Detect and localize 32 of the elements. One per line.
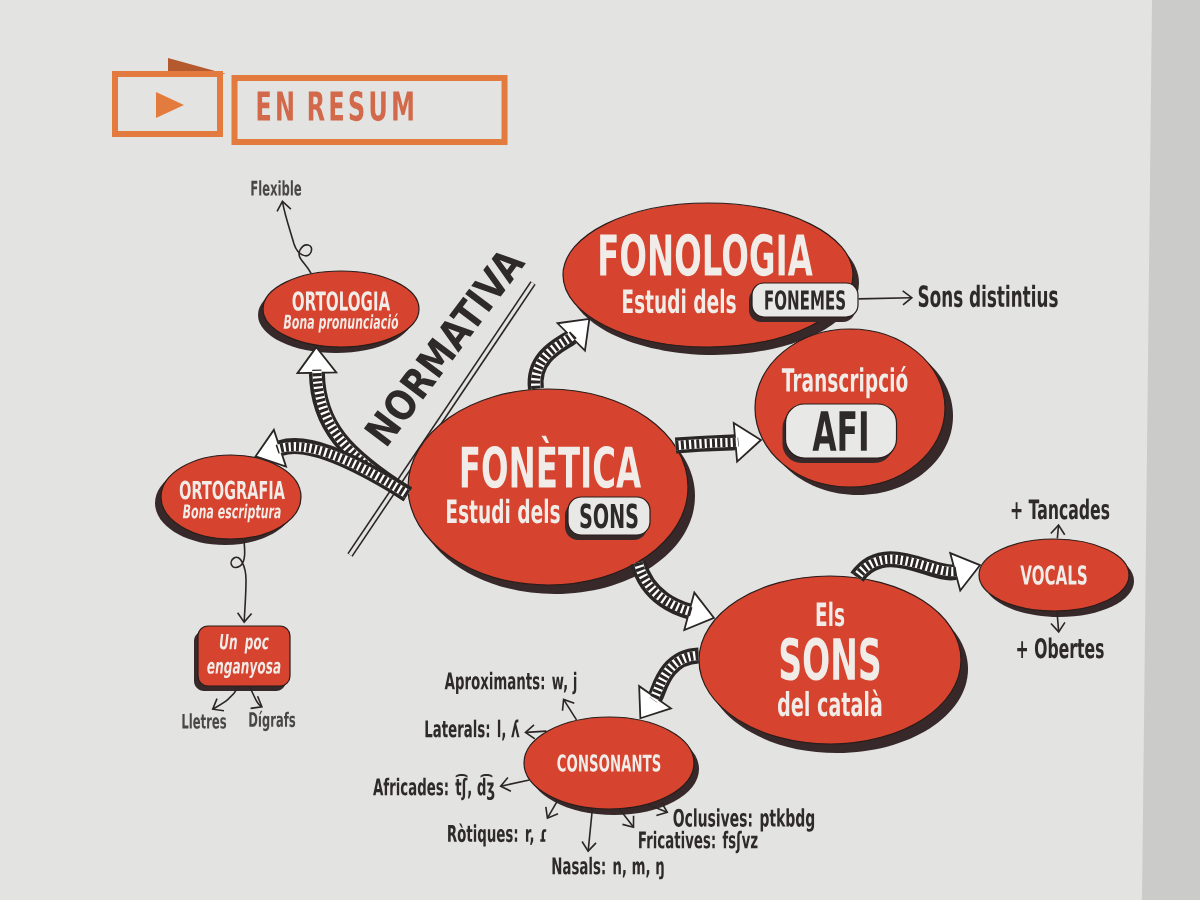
leaf-label: Fricatives: fsʃvz <box>639 830 758 854</box>
leaf-label: Flexible <box>251 180 302 196</box>
leaf-label: Dígrafs <box>249 710 296 732</box>
hatched-arrow <box>638 647 700 720</box>
curly-arrow <box>276 200 313 275</box>
hatched-arrow <box>527 317 591 390</box>
leaf-label: + Obertes <box>1017 637 1104 659</box>
curly-arrow <box>230 538 253 624</box>
leaf-label: Sons distintius <box>918 284 1058 308</box>
leaf-label: Ròtiques: r, ɾ <box>448 823 547 847</box>
keyword-pill: SONS <box>565 496 651 540</box>
title-banner: EN RESUM <box>231 75 508 145</box>
arrow <box>211 685 240 712</box>
arrow <box>1050 610 1066 634</box>
leaf-label: Laterals: l, ʎ <box>425 719 520 741</box>
keyword-pill: FONEMES <box>749 282 859 322</box>
leaf-label: Aproximants: w, j <box>444 671 577 695</box>
leaf-label: + Tancades <box>1011 498 1110 520</box>
keyword-pill: AFI <box>782 403 898 463</box>
arrow <box>248 685 263 710</box>
arrow <box>499 776 531 792</box>
arrow <box>857 290 914 306</box>
arrow <box>618 808 635 829</box>
leaf-label: Nasals: n, m, ŋ <box>552 856 664 880</box>
arrow <box>561 698 578 721</box>
leaf-label: Africades: t͡ʃ, d͡ʒ <box>373 773 495 801</box>
leaf-label: Lletres <box>182 713 227 729</box>
note-box: Un poc enganyosa <box>194 625 291 691</box>
arrow <box>646 801 669 817</box>
arrow <box>524 724 548 740</box>
arrow <box>581 807 597 853</box>
arrow <box>545 799 559 820</box>
